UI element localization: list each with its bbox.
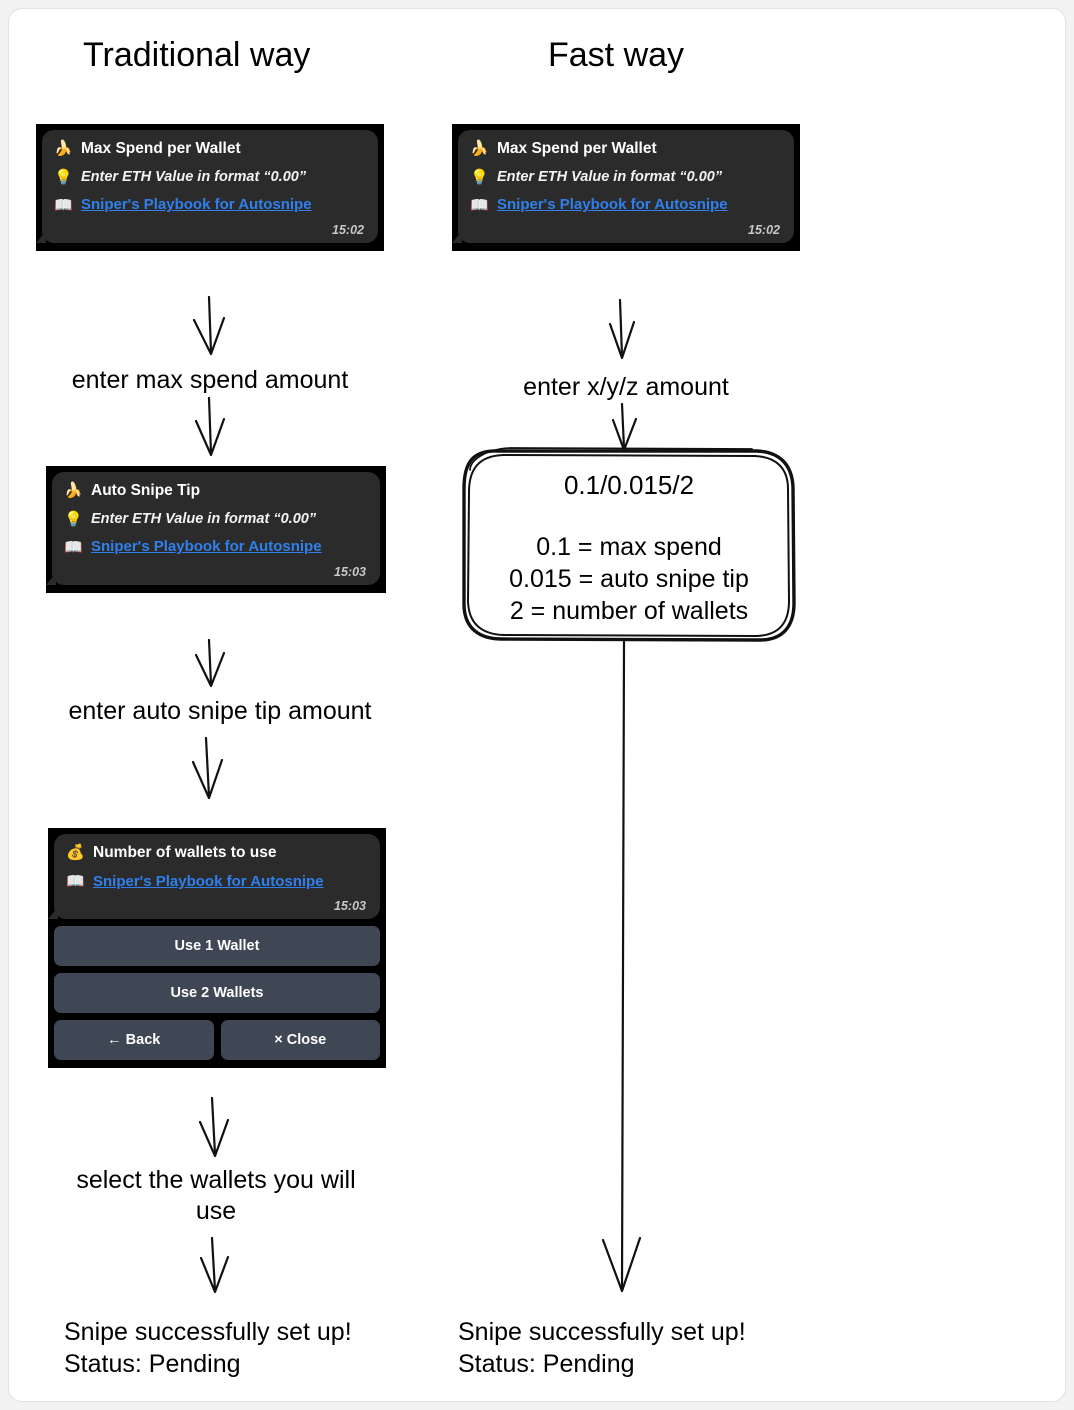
- screenshot-auto-snipe-tip: 🍌 Auto Snipe Tip 💡 Enter ETH Value in fo…: [46, 466, 386, 593]
- bubble-title-row: 🍌 Max Spend per Wallet: [54, 140, 364, 158]
- bubble-hint-row: 💡 Enter ETH Value in format “0.00”: [64, 511, 366, 528]
- bubble-title: Max Spend per Wallet: [81, 140, 241, 157]
- message-bubble: 🍌 Auto Snipe Tip 💡 Enter ETH Value in fo…: [46, 472, 380, 585]
- bubble-hint: Enter ETH Value in format “0.00”: [497, 168, 723, 185]
- message-timestamp: 15:02: [748, 222, 780, 237]
- close-button[interactable]: × Close: [220, 1020, 380, 1061]
- column-title-traditional: Traditional way: [83, 36, 311, 74]
- message-bubble: 🍌 Max Spend per Wallet 💡 Enter ETH Value…: [36, 130, 378, 243]
- message-timestamp: 15:02: [332, 222, 364, 237]
- note-line-number-of-wallets: 2 = number of wallets: [509, 597, 749, 625]
- use-2-wallets-button[interactable]: Use 2 Wallets: [54, 973, 380, 1014]
- open-book-icon: 📖: [470, 196, 489, 214]
- column-title-fast: Fast way: [548, 36, 685, 74]
- note-line-auto-snipe-tip: 0.015 = auto snipe tip: [509, 565, 749, 593]
- bubble-hint: Enter ETH Value in format “0.00”: [91, 510, 317, 527]
- step-label-enter-xyz-amount: enter x/y/z amount: [523, 373, 729, 401]
- screenshot-max-spend-right: 🍌 Max Spend per Wallet 💡 Enter ETH Value…: [452, 124, 800, 251]
- bubble-hint: Enter ETH Value in format “0.00”: [81, 168, 307, 185]
- message-timestamp: 15:03: [334, 899, 366, 914]
- open-book-icon: 📖: [54, 196, 73, 214]
- banana-icon: 🍌: [54, 140, 73, 158]
- open-book-icon: 📖: [66, 872, 85, 890]
- open-book-icon: 📖: [64, 538, 83, 556]
- outcome-left: Snipe successfully set up! Status: Pendi…: [64, 1318, 352, 1378]
- playbook-link[interactable]: Sniper's Playbook for Autosnipe: [91, 538, 322, 556]
- bubble-link-row[interactable]: 📖 Sniper's Playbook for Autosnipe: [54, 196, 364, 213]
- nav-button-row: ← Back × Close: [54, 1020, 380, 1061]
- message-bubble: 🍌 Max Spend per Wallet 💡 Enter ETH Value…: [452, 130, 794, 243]
- bubble-link-row[interactable]: 📖 Sniper's Playbook for Autosnipe: [66, 873, 366, 890]
- note-line-max-spend: 0.1 = max spend: [536, 533, 722, 561]
- bubble-title-row: 💰 Number of wallets to use: [66, 844, 366, 862]
- bubble-title: Max Spend per Wallet: [497, 140, 657, 157]
- playbook-link[interactable]: Sniper's Playbook for Autosnipe: [93, 872, 324, 890]
- step-label-select-wallets: select the wallets you will use: [76, 1166, 356, 1225]
- light-bulb-icon: 💡: [54, 168, 73, 186]
- playbook-link[interactable]: Sniper's Playbook for Autosnipe: [497, 196, 728, 214]
- step-label-enter-max-spend: enter max spend amount: [71, 366, 349, 394]
- note-header: 0.1/0.015/2: [563, 470, 695, 500]
- playbook-link[interactable]: Sniper's Playbook for Autosnipe: [81, 196, 312, 214]
- note-box-content: 0.1/0.015/2 0.1 = max spend 0.015 = auto…: [464, 450, 794, 638]
- message-timestamp: 15:03: [334, 564, 366, 579]
- screenshot-max-spend-left: 🍌 Max Spend per Wallet 💡 Enter ETH Value…: [36, 124, 384, 251]
- step-label-enter-auto-snipe-tip: enter auto snipe tip amount: [68, 697, 372, 725]
- light-bulb-icon: 💡: [470, 168, 489, 186]
- use-1-wallet-button[interactable]: Use 1 Wallet: [54, 926, 380, 967]
- note-box-xyz: 0.1/0.015/2 0.1 = max spend 0.015 = auto…: [464, 450, 794, 638]
- bubble-hint-row: 💡 Enter ETH Value in format “0.00”: [54, 169, 364, 186]
- bubble-title-row: 🍌 Auto Snipe Tip: [64, 482, 366, 500]
- bubble-link-row[interactable]: 📖 Sniper's Playbook for Autosnipe: [470, 196, 780, 213]
- back-button[interactable]: ← Back: [54, 1020, 214, 1061]
- bubble-title: Number of wallets to use: [93, 844, 277, 861]
- bubble-link-row[interactable]: 📖 Sniper's Playbook for Autosnipe: [64, 538, 366, 555]
- bubble-title: Auto Snipe Tip: [91, 482, 201, 499]
- banana-icon: 🍌: [64, 482, 83, 500]
- bubble-title-row: 🍌 Max Spend per Wallet: [470, 140, 780, 158]
- banana-icon: 🍌: [470, 140, 489, 158]
- bubble-hint-row: 💡 Enter ETH Value in format “0.00”: [470, 169, 780, 186]
- money-bag-icon: 💰: [66, 844, 85, 862]
- message-bubble: 💰 Number of wallets to use 📖 Sniper's Pl…: [48, 834, 380, 920]
- screenshot-number-of-wallets: 💰 Number of wallets to use 📖 Sniper's Pl…: [48, 828, 386, 1069]
- outcome-right: Snipe successfully set up! Status: Pendi…: [458, 1318, 746, 1378]
- light-bulb-icon: 💡: [64, 510, 83, 528]
